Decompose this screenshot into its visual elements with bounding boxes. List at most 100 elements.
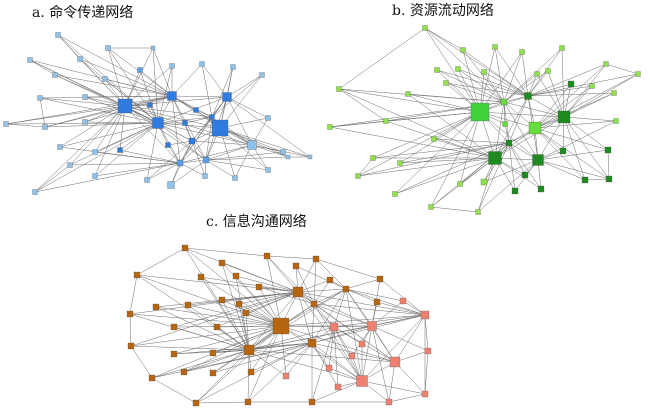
edge <box>297 279 331 293</box>
network-node <box>232 175 238 181</box>
edge <box>146 122 159 181</box>
edge <box>534 83 572 129</box>
edge <box>462 49 481 113</box>
edge <box>173 342 313 355</box>
edge <box>130 345 153 379</box>
network-node <box>589 83 595 89</box>
edge <box>534 63 607 129</box>
network-node <box>82 94 88 100</box>
network-node <box>488 151 502 165</box>
edge <box>266 255 282 327</box>
edge <box>247 342 313 403</box>
edge <box>221 299 250 351</box>
edge <box>195 349 250 404</box>
edge <box>315 258 381 280</box>
edge <box>547 70 565 118</box>
edge <box>534 127 609 151</box>
edge <box>157 122 253 146</box>
edge <box>44 122 159 128</box>
network-node <box>327 124 333 130</box>
edge <box>119 149 181 164</box>
edge <box>345 288 363 382</box>
network-node <box>165 142 171 148</box>
edge <box>534 127 610 180</box>
network-node <box>232 272 240 280</box>
network-node <box>133 271 141 279</box>
network-node <box>209 114 215 120</box>
edge <box>238 291 299 305</box>
edge <box>221 262 282 327</box>
network-node <box>230 64 236 70</box>
edge <box>157 122 207 161</box>
edge <box>280 325 363 382</box>
edge <box>5 105 126 125</box>
edge <box>170 159 207 186</box>
edge <box>357 157 496 177</box>
panel-a-nodes <box>3 32 313 195</box>
edge <box>200 276 299 293</box>
edge <box>219 74 263 129</box>
edge <box>235 275 282 327</box>
edge <box>59 122 159 148</box>
network-node <box>152 303 160 311</box>
network-node <box>127 342 135 350</box>
edge <box>247 325 282 403</box>
edge <box>503 73 538 103</box>
network-node <box>475 209 481 215</box>
edge <box>151 325 282 379</box>
edge <box>459 111 481 185</box>
edge <box>361 314 426 382</box>
network-node <box>559 45 565 51</box>
edge <box>69 122 159 166</box>
edge <box>171 95 207 161</box>
edge <box>129 291 299 315</box>
edge <box>157 122 193 142</box>
edge <box>157 122 221 129</box>
edge <box>5 122 159 125</box>
edge <box>483 71 529 97</box>
edge <box>462 49 529 97</box>
edge <box>313 303 363 382</box>
network-node <box>635 71 641 77</box>
edge <box>195 401 249 404</box>
panel-b-nodes <box>327 25 641 215</box>
network-node <box>392 191 398 197</box>
edge <box>216 291 299 328</box>
edge <box>445 82 505 103</box>
network-node <box>202 156 210 164</box>
edge <box>494 95 529 159</box>
edge <box>297 258 317 293</box>
network-node <box>424 347 432 355</box>
edge <box>311 380 363 403</box>
edge <box>219 127 311 158</box>
edge <box>436 69 505 103</box>
edge <box>183 349 250 373</box>
edge <box>479 51 523 113</box>
network-node <box>259 72 265 78</box>
edge <box>251 144 289 158</box>
edge <box>311 325 373 344</box>
edge <box>266 255 317 260</box>
edge <box>345 278 381 290</box>
edge <box>173 326 250 351</box>
edge <box>297 291 313 344</box>
edge <box>329 126 496 159</box>
network-node <box>209 349 217 357</box>
network-node <box>218 296 226 304</box>
network-node <box>434 67 440 73</box>
edge <box>205 159 269 171</box>
edge <box>563 116 617 122</box>
network-node <box>222 92 232 102</box>
edge <box>226 74 263 98</box>
edge <box>311 342 363 382</box>
edge <box>361 380 426 395</box>
panel-c-nodes <box>126 244 432 407</box>
edge <box>494 46 505 103</box>
edge <box>171 95 193 142</box>
network-node <box>105 45 111 51</box>
edge <box>430 111 481 208</box>
edge <box>424 27 505 103</box>
network-node <box>534 71 540 77</box>
edge <box>57 34 81 60</box>
edge <box>399 142 510 164</box>
